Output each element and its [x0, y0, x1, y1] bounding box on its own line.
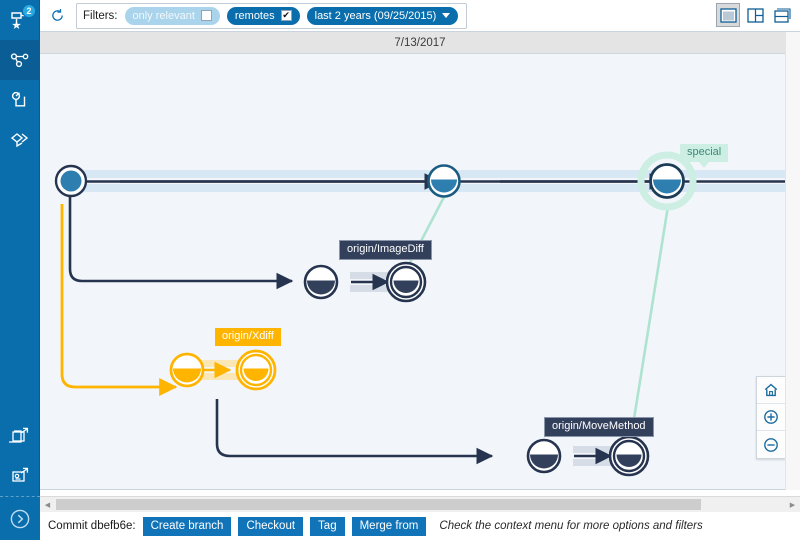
sidebar-item-open-external[interactable] [0, 416, 40, 456]
home-icon [763, 382, 779, 398]
filter-pill-date-range[interactable]: last 2 years (09/25/2015) [307, 7, 459, 25]
zoom-in-button[interactable] [757, 404, 785, 431]
refresh-button[interactable] [40, 0, 74, 32]
view-toggle-group [716, 3, 794, 27]
horizontal-scrollbar[interactable]: ◀ ▶ [40, 496, 800, 512]
filters-group: Filters: only relevant remotes ✔ last 2 … [76, 3, 467, 29]
single-pane-icon [720, 8, 737, 23]
view-split-horizontal-button[interactable] [770, 3, 794, 27]
zoom-out-button[interactable] [757, 431, 785, 458]
open-terminal-icon [9, 465, 31, 487]
sidebar-bottom-group [0, 416, 40, 540]
minus-circle-icon [763, 437, 779, 453]
checkout-button[interactable]: Checkout [238, 517, 303, 536]
tag-button[interactable]: Tag [310, 517, 345, 536]
zoom-controls [756, 376, 786, 459]
branch-label-origin-movemethod[interactable]: origin/MoveMethod [544, 417, 654, 437]
only-relevant-checkbox[interactable] [201, 10, 212, 21]
commit-node-imagediff-1 [305, 266, 337, 298]
filter-pill-only-relevant[interactable]: only relevant [125, 7, 220, 25]
sidebar-item-branches[interactable]: 2 [0, 0, 40, 40]
vertical-scrollbar[interactable] [785, 32, 800, 490]
plus-circle-icon [763, 409, 779, 425]
graph-edges-and-nodes [40, 54, 800, 490]
commit-graph-icon [9, 49, 31, 71]
status-bar: Commit dbefb6e: Create branch Checkout T… [40, 512, 800, 540]
sidebar-item-tags[interactable] [0, 80, 40, 120]
context-menu-hint: Check the context menu for more options … [439, 520, 702, 532]
filter-pill-remotes[interactable]: remotes ✔ [227, 7, 300, 25]
merge-from-button[interactable]: Merge from [352, 517, 427, 536]
chevron-right-circle-icon [8, 507, 32, 531]
branch-label-origin-imagediff[interactable]: origin/ImageDiff [339, 240, 432, 260]
commit-node-xdiff-head [237, 351, 275, 389]
view-graph-only-button[interactable] [716, 3, 740, 27]
refresh-icon [50, 8, 65, 23]
left-sidebar: 2 [0, 0, 40, 540]
branches-badge: 2 [22, 4, 36, 18]
sidebar-item-commit-graph[interactable] [0, 40, 40, 80]
scroll-right-arrow[interactable]: ▶ [785, 497, 800, 512]
filter-toolbar: Filters: only relevant remotes ✔ last 2 … [40, 0, 800, 32]
tag-label-special[interactable]: special [680, 144, 728, 162]
filter-pill-label: last 2 years (09/25/2015) [315, 10, 437, 22]
open-external-icon [9, 425, 31, 447]
chevron-down-icon [442, 13, 450, 18]
selected-commit-label: Commit dbefb6e: [48, 520, 136, 532]
filters-label: Filters: [83, 10, 118, 22]
commit-node-movemethod-head [610, 437, 648, 475]
split-horizontal-icon [774, 8, 791, 23]
stashes-icon [9, 129, 31, 151]
horizontal-scroll-thumb[interactable] [56, 499, 701, 510]
tags-icon [9, 89, 31, 111]
filter-pill-label: only relevant [133, 10, 195, 22]
branch-label-origin-xdiff[interactable]: origin/Xdiff [215, 328, 281, 346]
commit-node-root [56, 166, 86, 196]
filter-pill-label: remotes [235, 10, 275, 22]
commit-node-master-mid [429, 166, 460, 197]
commit-node-movemethod-1 [528, 440, 560, 472]
sidebar-item-open-terminal[interactable] [0, 456, 40, 496]
remotes-checkbox[interactable]: ✔ [281, 10, 292, 21]
date-header: 7/13/2017 [40, 32, 800, 54]
sidebar-item-stashes[interactable] [0, 120, 40, 160]
scroll-left-arrow[interactable]: ◀ [40, 497, 55, 512]
date-header-text: 7/13/2017 [394, 37, 445, 49]
commit-node-xdiff-1 [171, 354, 203, 386]
home-button[interactable] [757, 377, 785, 404]
view-split-vertical-button[interactable] [743, 3, 767, 27]
commit-graph-canvas[interactable]: 7/13/2017 [40, 32, 800, 490]
sidebar-expand-button[interactable] [0, 496, 40, 540]
split-vertical-icon [747, 8, 764, 23]
create-branch-button[interactable]: Create branch [143, 517, 232, 536]
commit-node-imagediff-head [387, 263, 425, 301]
